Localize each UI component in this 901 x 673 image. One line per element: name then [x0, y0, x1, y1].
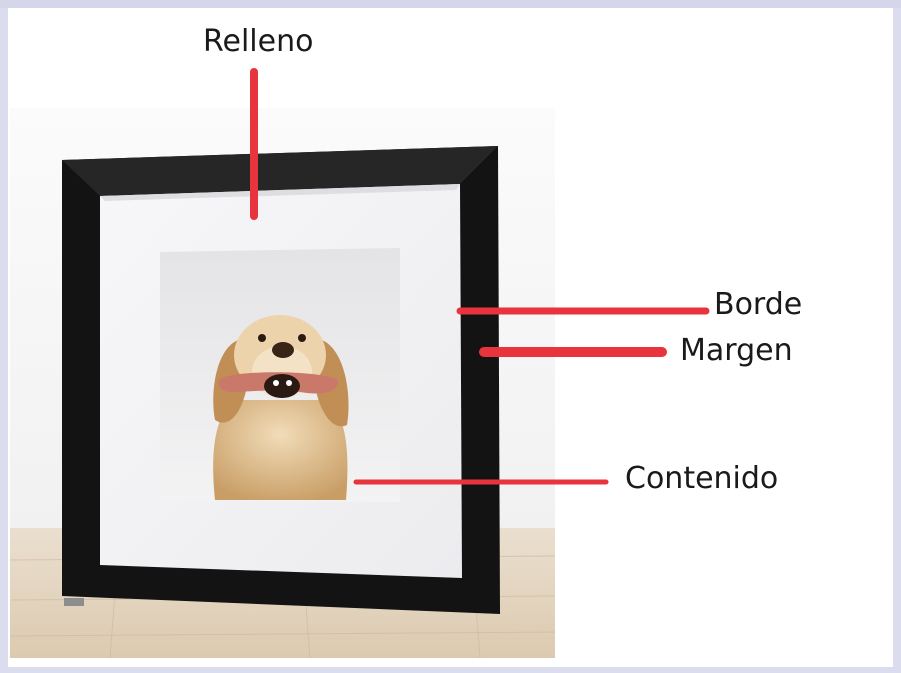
label-margen: Margen	[680, 333, 793, 368]
top-border-strip	[0, 0, 901, 8]
label-contenido: Contenido	[625, 461, 779, 496]
dog-photo	[160, 248, 400, 502]
label-borde: Borde	[714, 287, 803, 322]
label-relleno: Relleno	[203, 24, 314, 59]
pointer-lines	[250, 68, 710, 485]
